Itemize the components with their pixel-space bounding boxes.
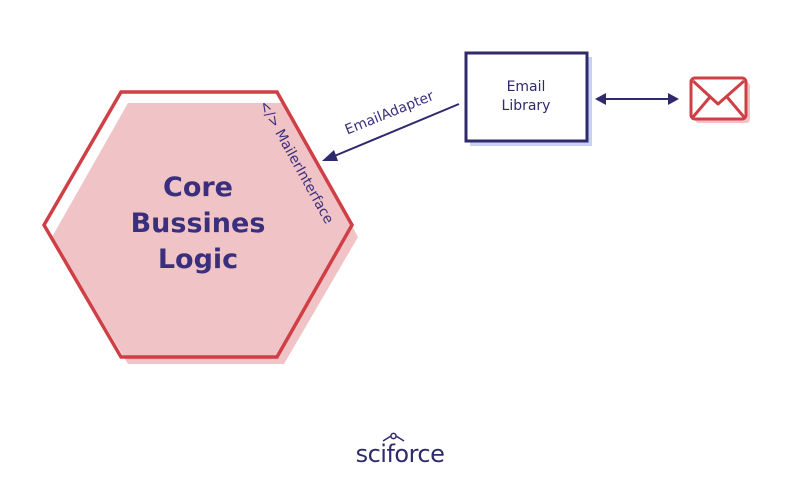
email-adapter-label: EmailAdapter (343, 88, 437, 138)
brand-wordmark: sciforce (356, 440, 445, 468)
core-label-line3: Logic (158, 244, 238, 275)
email-library-line2: Library (502, 98, 551, 114)
sciforce-logo: sciforce (356, 432, 445, 468)
connector-arrow-right (668, 93, 679, 105)
core-hexagon-fill (52, 103, 358, 364)
logo-node-icon (382, 432, 405, 442)
envelope-icon (689, 76, 750, 123)
core-hexagon-outline (41, 90, 355, 359)
core-label-line1: Core (163, 172, 233, 203)
email-library-line1: Email (507, 79, 546, 95)
email-library-box (464, 51, 589, 143)
adapter-arrow-head (322, 150, 338, 161)
adapter-arrow-line (331, 103, 460, 158)
connector-arrow-left (595, 93, 606, 105)
core-label-line2: Bussines (131, 208, 266, 239)
